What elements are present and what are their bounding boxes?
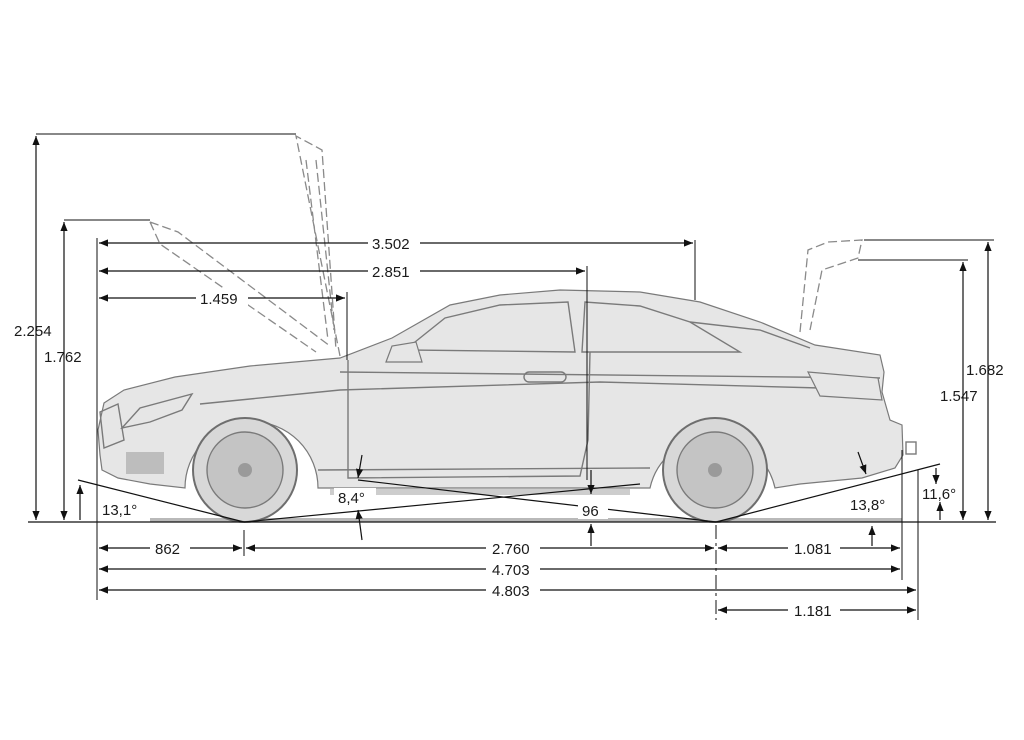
taillight	[806, 371, 883, 401]
rear-window	[581, 301, 743, 353]
sill-shadow	[330, 489, 630, 495]
dimension-labels: 2.254 1.762 3.502 2.851 1.459 1.682 1.54…	[14, 234, 1004, 620]
label-length-4703: 4.703	[492, 562, 530, 579]
label-departure-angle: 13,8°	[850, 497, 885, 514]
label-height-2254: 2.254	[14, 323, 52, 340]
front-hub	[238, 463, 252, 477]
rear-glass	[689, 321, 811, 349]
front-phantom-lid	[149, 221, 331, 353]
side-window	[403, 301, 576, 353]
fog-grille	[126, 452, 164, 474]
label-height-1762: 1.762	[44, 349, 82, 366]
label-ground-clearance: 96	[582, 503, 599, 520]
ground-shadow	[150, 518, 902, 522]
rear-hub	[708, 463, 722, 477]
label-wheelbase: 2.760	[492, 541, 530, 558]
side-mirror	[385, 341, 423, 363]
exhaust	[905, 441, 917, 455]
label-height-1547: 1.547	[940, 388, 978, 405]
label-length-3502: 3.502	[372, 236, 410, 253]
belt-line	[339, 371, 881, 379]
label-angle-11-6: 11,6°	[922, 486, 956, 503]
grille	[99, 402, 125, 449]
label-breakover-angle: 8,4°	[338, 490, 365, 507]
extension-lines	[36, 133, 994, 620]
label-length-1459: 1.459	[200, 291, 238, 308]
label-length-2851: 2.851	[372, 264, 410, 281]
label-height-1682: 1.682	[966, 362, 1004, 379]
open-trunk-outline	[799, 239, 863, 333]
sill-line	[317, 467, 651, 471]
car-side-view	[97, 134, 917, 523]
open-hood-inner	[305, 159, 335, 341]
label-approach-angle: 13,1°	[102, 502, 137, 519]
label-rear-overhang: 1.081	[794, 541, 832, 558]
door-handle	[523, 371, 567, 383]
headlight	[120, 392, 194, 430]
door-outline	[347, 351, 591, 479]
label-front-overhang: 862	[155, 541, 180, 558]
label-rear-overhang-1181: 1.181	[794, 603, 832, 620]
label-length-4803: 4.803	[492, 583, 530, 600]
